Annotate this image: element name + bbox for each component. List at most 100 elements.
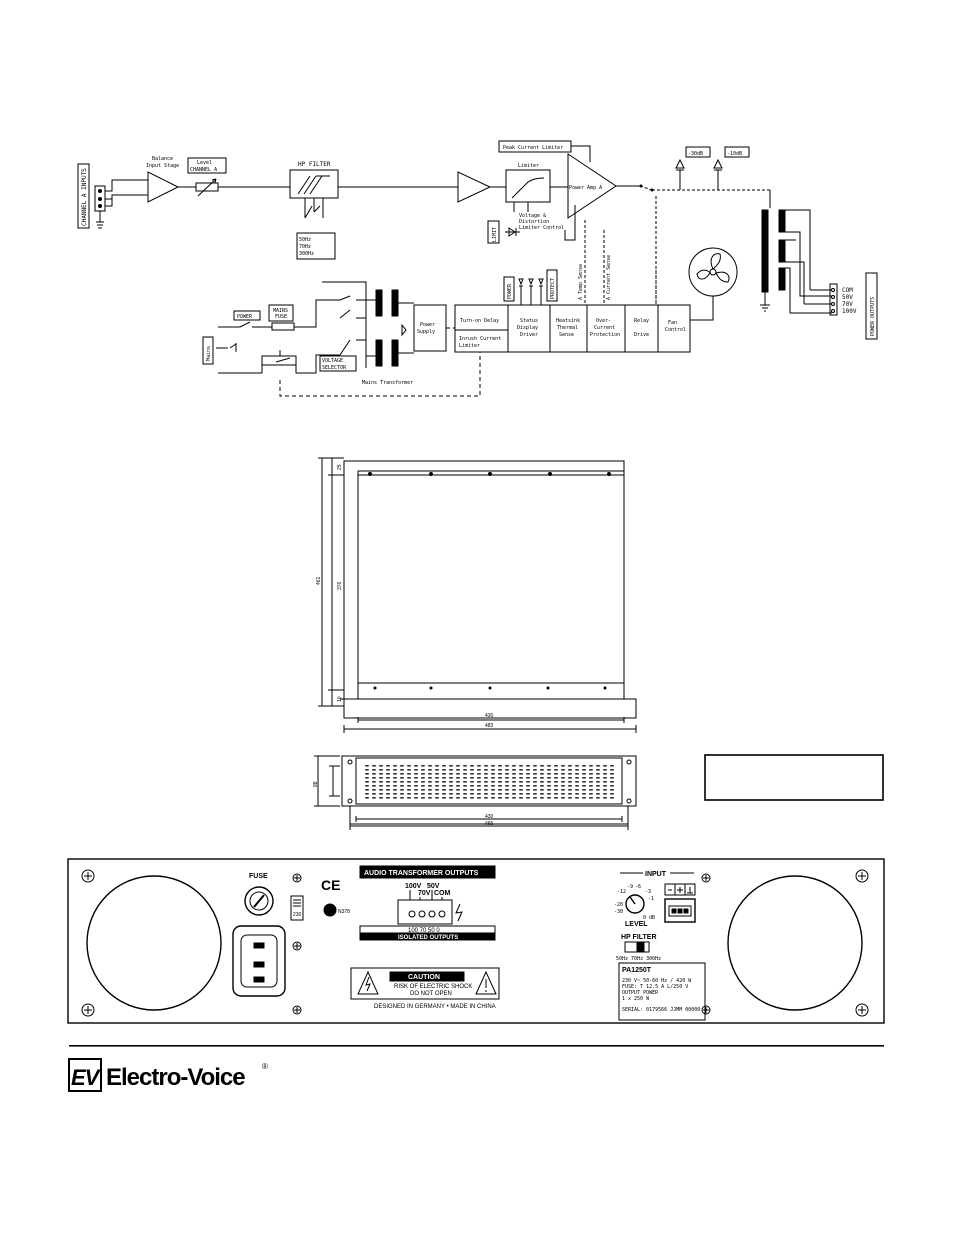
svg-text:®: ® <box>262 1062 268 1071</box>
c-tick-icon <box>323 903 337 917</box>
svg-text:Limiter: Limiter <box>518 163 539 169</box>
level-channel-box <box>187 157 227 174</box>
minus30db-box <box>685 146 711 158</box>
svg-text:A Temp Sense: A Temp Sense <box>578 264 584 300</box>
protect-led-box <box>546 269 558 302</box>
svg-text:70V: 70V <box>842 301 853 308</box>
svg-text:Input Stage: Input Stage <box>146 163 179 169</box>
svg-text:-20: -20 <box>614 902 623 908</box>
hp-filter-box <box>289 169 339 199</box>
svg-text:Sense: Sense <box>559 332 574 338</box>
channel-inputs-box <box>77 163 90 229</box>
svg-text:COM: COM <box>842 287 853 294</box>
svg-text:Drive: Drive <box>634 332 649 338</box>
ev-logo-box <box>68 1058 102 1092</box>
svg-text:461: 461 <box>316 576 322 585</box>
minus10db-box <box>724 146 750 158</box>
svg-text:Limiter: Limiter <box>459 343 480 349</box>
svg-text:Turn-on Delay: Turn-on Delay <box>460 318 499 324</box>
input-terminal-block[interactable] <box>664 898 696 923</box>
fan-grille-right <box>727 875 863 1011</box>
svg-text:Control: Control <box>665 327 686 333</box>
svg-text:230: 230 <box>293 912 302 918</box>
svg-text:50Hz: 50Hz <box>299 237 311 243</box>
svg-text:-1: -1 <box>648 896 654 902</box>
svg-text:50V: 50V <box>427 883 440 890</box>
voltage-switch[interactable] <box>290 895 304 921</box>
svg-text:50V: 50V <box>842 294 853 301</box>
mains-fuse-box <box>268 304 294 322</box>
chassis-top-outline <box>343 460 625 700</box>
svg-text:Balance: Balance <box>152 156 173 162</box>
ce-mark: CE <box>321 877 340 893</box>
svg-text:POWER: POWER <box>507 283 513 299</box>
hp-filter-rear-label: HP FILTER <box>621 934 657 941</box>
rear-panel-outline <box>67 858 885 1024</box>
svg-text:DESIGNED IN GERMANY • MADE IN: DESIGNED IN GERMANY • MADE IN CHINA <box>374 1004 496 1010</box>
svg-text:Power: Power <box>420 322 435 328</box>
svg-text:VOLTAGE: VOLTAGE <box>322 358 343 364</box>
svg-text:AUDIO TRANSFORMER OUTPUTS: AUDIO TRANSFORMER OUTPUTS <box>364 870 479 877</box>
power-amp-triangle <box>567 153 617 219</box>
svg-text:-10dB: -10dB <box>727 151 742 157</box>
svg-text:Driver: Driver <box>520 332 538 338</box>
output-transformer-core <box>761 209 769 293</box>
svg-text:0 dB: 0 dB <box>643 915 655 921</box>
svg-text:SELECTOR: SELECTOR <box>322 365 347 371</box>
svg-text:N378: N378 <box>338 909 350 915</box>
fan-grille-left <box>86 875 222 1011</box>
svg-text:Inrush Current: Inrush Current <box>459 336 501 342</box>
svg-text:Thermal: Thermal <box>557 325 578 331</box>
svg-text:Display: Display <box>517 325 538 331</box>
blank-note-box <box>704 754 884 801</box>
spec-label <box>618 962 706 1021</box>
mains-box <box>202 336 214 365</box>
svg-text:A Current Sense: A Current Sense <box>606 255 612 300</box>
svg-text:483: 483 <box>485 723 494 729</box>
top-view-drawing: 461 25 376 10 430 483 <box>316 457 637 733</box>
svg-text:POWER OUTPUTS: POWER OUTPUTS <box>870 297 876 336</box>
svg-text:DO NOT OPEN: DO NOT OPEN <box>410 991 452 997</box>
front-view-drawing: 88 430 465 <box>313 754 884 830</box>
svg-text:-30dB: -30dB <box>688 151 703 157</box>
svg-text:Voltage &: Voltage & <box>519 213 546 219</box>
svg-text:70V: 70V <box>418 890 431 897</box>
level-potentiometer <box>195 182 219 192</box>
svg-text:LIMIT: LIMIT <box>492 227 498 242</box>
svg-text:376: 376 <box>337 581 343 590</box>
svg-text:POWER: POWER <box>237 314 253 320</box>
svg-text:MAINS: MAINS <box>273 308 288 314</box>
fuse-label: FUSE <box>249 873 268 880</box>
vent-grille <box>362 763 616 799</box>
input-label: INPUT <box>645 871 667 878</box>
brand-name: Electro-Voice <box>106 1064 245 1091</box>
svg-text:PROTECT: PROTECT <box>550 278 556 299</box>
svg-text:ISOLATED OUTPUTS: ISOLATED OUTPUTS <box>398 935 458 941</box>
svg-text:70Hz: 70Hz <box>299 244 311 250</box>
fuse-holder[interactable] <box>244 886 274 916</box>
iec-power-inlet[interactable] <box>232 925 286 997</box>
svg-text:Peak Current Limiter: Peak Current Limiter <box>503 145 563 151</box>
svg-text:Level: Level <box>197 160 212 166</box>
svg-text:SERIAL: 0179566 JJMM 00000: SERIAL: 0179566 JJMM 00000 <box>622 1007 700 1013</box>
output-terminal-block[interactable] <box>397 899 453 925</box>
svg-text:Protection: Protection <box>590 332 620 338</box>
svg-text:Heatsink: Heatsink <box>556 318 580 324</box>
svg-text:Status: Status <box>520 318 538 324</box>
limit-led-box <box>487 220 500 244</box>
input-pin-label <box>664 883 696 896</box>
level-knob[interactable] <box>625 894 645 914</box>
svg-text:100V: 100V <box>842 308 857 315</box>
hp-filter-label: HP FILTER <box>298 161 331 168</box>
svg-text:FUSE: FUSE <box>275 314 287 320</box>
svg-text:10: 10 <box>337 696 343 702</box>
svg-text:Over-: Over- <box>596 318 611 324</box>
caution-label <box>350 967 500 1000</box>
svg-text:Fan: Fan <box>668 320 677 326</box>
svg-text:230 V~ 50-60 Hz / 420 W: 230 V~ 50-60 Hz / 420 W <box>622 978 692 984</box>
rear-panel-drawing: FUSE 230 CE N378 AUDIO TRANSFORMER OUTPU… <box>67 858 885 1024</box>
svg-text:465: 465 <box>485 821 494 827</box>
channel-inputs-label: CHANNEL A INPUTS <box>81 168 88 226</box>
svg-text:-9: -9 <box>627 884 633 890</box>
